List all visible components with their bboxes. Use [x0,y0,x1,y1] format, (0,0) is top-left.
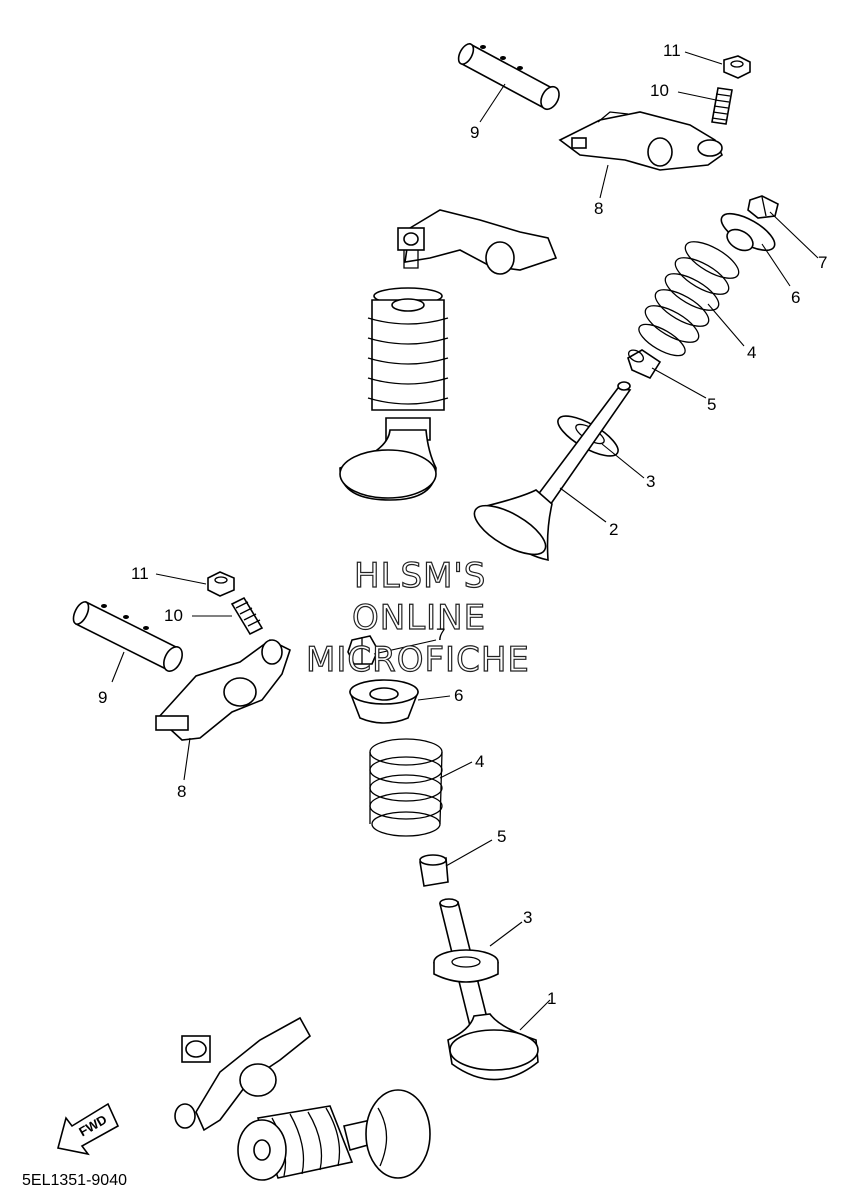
watermark-line-1: HLSM'S [353,556,487,596]
callout-lower-10-adjusting-screw[interactable]: 10 [164,606,183,625]
rocker-shaft-lower [72,600,183,672]
callout-lower-1-intake-valve[interactable]: 1 [547,989,557,1008]
spring-seat-lower [433,949,499,983]
adjusting-screw-upper [711,87,733,125]
callout-upper-2-exhaust-valve[interactable]: 2 [609,520,619,539]
callout-upper-8-rocker-arm[interactable]: 8 [594,199,604,218]
rocker-arm-upper [558,111,724,171]
nut-upper [723,55,751,79]
valve-spring-lower [369,738,443,837]
callout-lower-7-valve-cotter[interactable]: 7 [436,625,446,644]
callout-upper-7-valve-cotter[interactable]: 7 [818,253,828,272]
stem-seal-lower [419,854,449,887]
callout-upper-11-nut[interactable]: 11 [663,41,681,60]
rocker-arm-assembled-upper [397,209,558,275]
callout-upper-4-valve-spring[interactable]: 4 [747,343,757,362]
rocker-arm-lower [155,639,291,741]
valve-spring-assembled-upper [339,287,449,501]
spring-retainer-lower [349,679,419,724]
leader-lines-upper [479,51,819,523]
leader-lines-lower [111,573,551,1031]
diagram-code: 5EL1351-9040 [22,1172,127,1189]
callout-lower-9-rocker-shaft[interactable]: 9 [98,688,108,707]
exhaust-valve [473,381,632,562]
callout-lower-6-spring-retainer[interactable]: 6 [454,686,464,705]
nut-lower [207,571,235,597]
callout-upper-9-rocker-shaft[interactable]: 9 [470,123,480,142]
callout-upper-3-spring-seat[interactable]: 3 [646,472,656,491]
watermark-line-3: MICROFICHE [305,640,530,680]
callout-lower-4-valve-spring[interactable]: 4 [475,752,485,771]
spring-retainer-upper [720,212,776,252]
watermark-line-2: ONLINE [351,598,487,638]
callout-upper-6-spring-retainer[interactable]: 6 [791,288,801,307]
adjusting-screw-lower [230,596,264,636]
valve-cotter-lower [347,635,379,665]
rocker-assembled-lower [174,1016,312,1132]
callout-lower-11-nut[interactable]: 11 [131,564,149,583]
callout-upper-5-stem-seal[interactable]: 5 [707,395,717,414]
callout-lower-3-spring-seat[interactable]: 3 [523,908,533,927]
valve-spring-upper [638,241,740,357]
valve-spring-assembled-lower [237,1089,431,1181]
forward-arrow-icon [57,1102,120,1156]
stem-seal-upper [627,349,662,380]
callout-lower-5-stem-seal[interactable]: 5 [497,827,507,846]
rocker-shaft-upper [457,42,560,111]
callout-lower-8-rocker-arm[interactable]: 8 [177,782,187,801]
callout-upper-10-adjusting-screw[interactable]: 10 [650,81,669,100]
